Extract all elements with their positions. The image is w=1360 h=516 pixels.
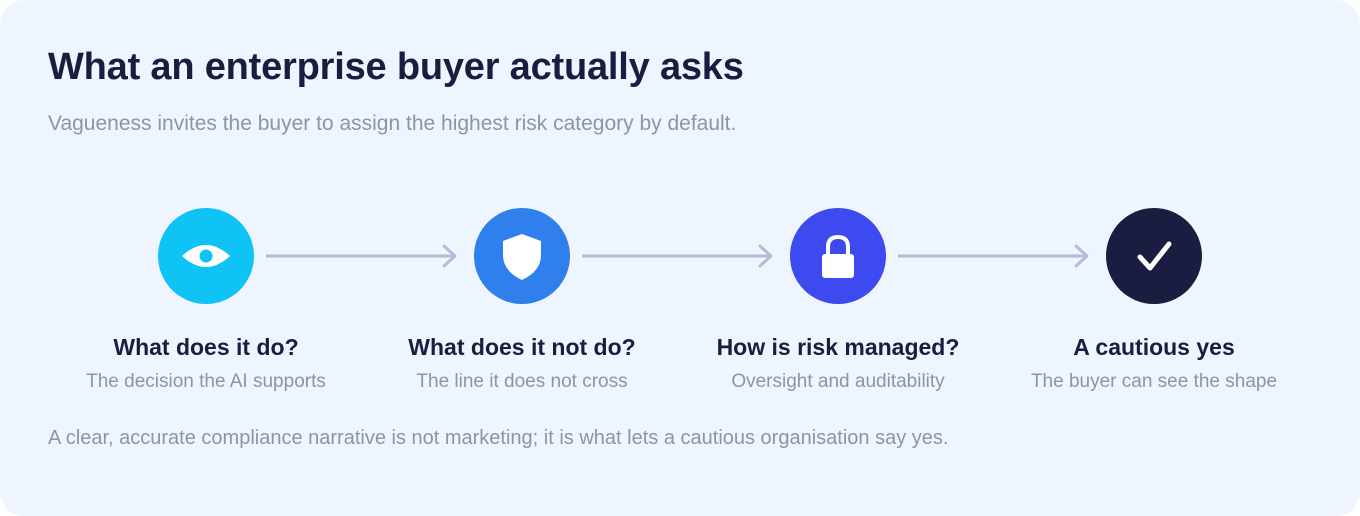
step-2-description: The line it does not cross xyxy=(416,371,628,392)
step-4-title: A cautious yes xyxy=(1073,334,1235,360)
arrow-2-to-3 xyxy=(582,242,778,270)
step-3-description: Oversight and auditability xyxy=(731,371,945,392)
arrow-3-to-4 xyxy=(898,242,1094,270)
page-subtitle: Vagueness invites the buyer to assign th… xyxy=(48,112,737,135)
step-1-description: The decision the AI supports xyxy=(86,371,326,392)
shield-icon xyxy=(474,208,570,304)
step-2-title: What does it not do? xyxy=(408,334,636,360)
arrow-right-icon xyxy=(266,244,457,268)
step-1-circle xyxy=(158,208,254,304)
eye-icon xyxy=(158,208,254,304)
footer-note: A clear, accurate compliance narrative i… xyxy=(48,427,949,449)
arrow-right-icon xyxy=(898,244,1089,268)
step-3-title: How is risk managed? xyxy=(716,334,960,360)
page-title: What an enterprise buyer actually asks xyxy=(48,46,744,88)
arrow-1-to-2 xyxy=(266,242,462,270)
step-4-circle xyxy=(1106,208,1202,304)
checkmark-icon xyxy=(1106,208,1202,304)
step-2-circle xyxy=(474,208,570,304)
step-1-title: What does it do? xyxy=(113,334,299,360)
lock-icon xyxy=(790,208,886,304)
step-4-description: The buyer can see the shape xyxy=(1030,371,1278,392)
arrow-right-icon xyxy=(582,244,773,268)
step-3-circle xyxy=(790,208,886,304)
